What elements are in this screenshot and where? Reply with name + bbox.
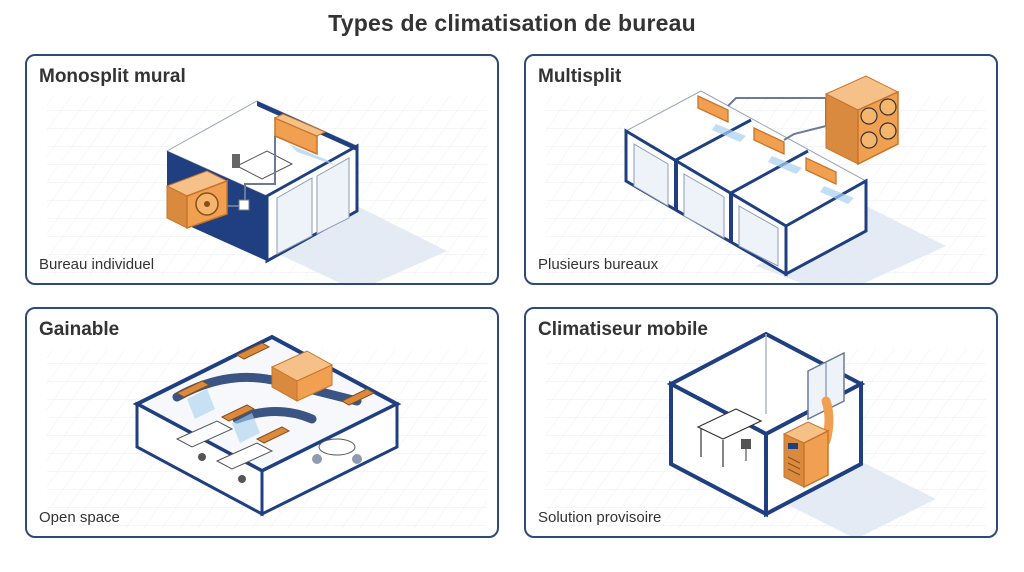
card-caption: Bureau individuel xyxy=(39,256,155,273)
gainable-illustration xyxy=(47,334,487,529)
multisplit-illustration xyxy=(546,75,986,283)
card-caption: Open space xyxy=(39,509,120,526)
card-gainable: Gainable Open space xyxy=(25,307,499,538)
card-title: Gainable xyxy=(39,319,120,340)
card-monosplit: Monosplit mural Bureau individuel xyxy=(25,54,499,285)
card-multisplit: Multisplit Plusieurs bureaux xyxy=(524,54,998,285)
card-caption: Plusieurs bureaux xyxy=(538,256,659,273)
card-caption: Solution provisoire xyxy=(538,509,662,526)
card-title: Climatiseur mobile xyxy=(538,319,708,340)
page-title: Types de climatisation de bureau xyxy=(328,10,696,36)
mobile-ac-illustration xyxy=(546,331,986,536)
card-title: Multisplit xyxy=(538,66,622,87)
card-title: Monosplit mural xyxy=(39,66,186,87)
monosplit-illustration xyxy=(47,96,487,283)
card-climatiseur-mobile: Climatiseur mobile Solution provisoire xyxy=(524,307,998,538)
